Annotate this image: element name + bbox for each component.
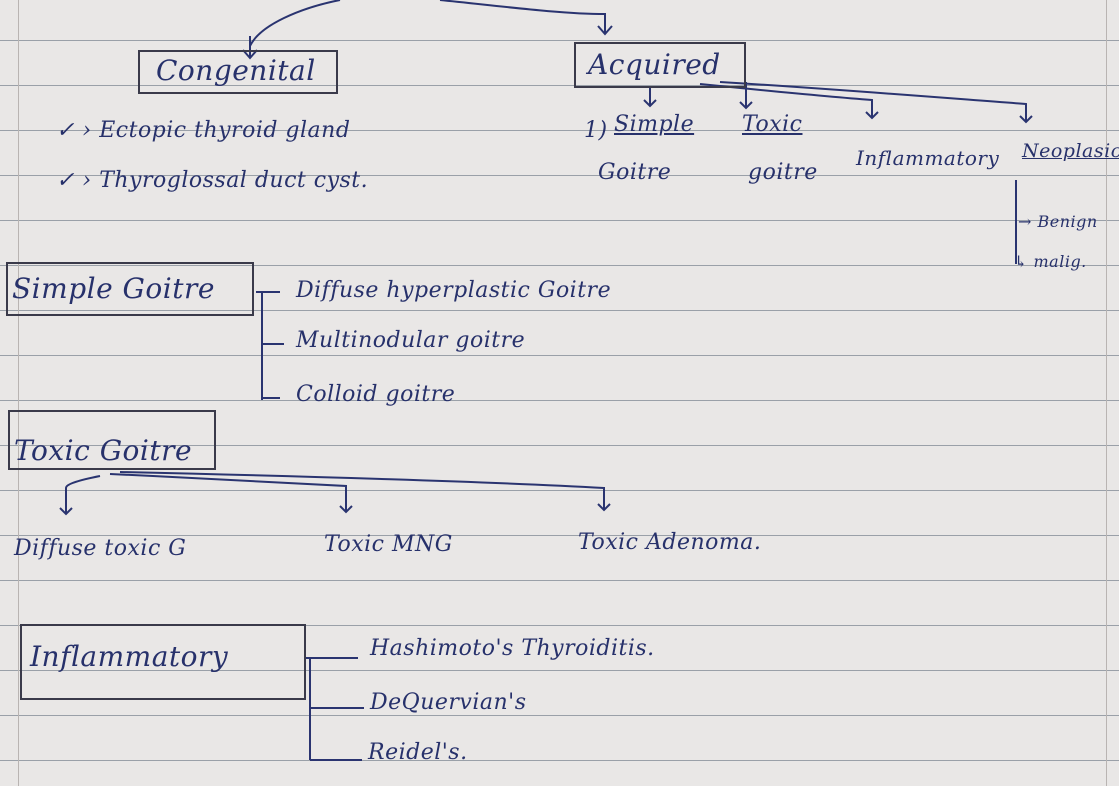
- neoplastic-benign: → Benign: [1018, 212, 1098, 231]
- toxic-goitre-heading: Toxic Goitre: [14, 434, 193, 467]
- simple-goitre-item-2: Multinodular goitre: [296, 328, 526, 353]
- acquired-simple-2: Goitre: [598, 160, 672, 185]
- toxic-goitre-item-3: Toxic Adenoma.: [578, 530, 762, 555]
- simple-goitre-box: [6, 262, 254, 316]
- acquired-neoplastic: Neoplasic: [1022, 140, 1119, 162]
- inflammatory-item-1: Hashimoto's Thyroiditis.: [370, 636, 655, 661]
- acquired-toxic-2: goitre: [748, 160, 818, 185]
- toxic-goitre-item-1: Diffuse toxic G: [14, 536, 187, 561]
- congenital-heading: Congenital: [156, 54, 316, 87]
- acquired-prefix: 1): [584, 118, 608, 143]
- congenital-item-1: ✓ › Ectopic thyroid gland: [56, 118, 351, 143]
- acquired-simple-1: Simple: [614, 112, 695, 137]
- page-margin-line-right: [1106, 0, 1107, 786]
- acquired-inflammatory: Inflammatory: [856, 146, 1000, 170]
- simple-goitre-heading: Simple Goitre: [12, 272, 215, 305]
- acquired-toxic-1: Toxic: [742, 112, 803, 137]
- simple-goitre-item-1: Diffuse hyperplastic Goitre: [296, 278, 612, 303]
- page-margin-line: [18, 0, 19, 786]
- inflammatory-item-3: Reidel's.: [368, 740, 468, 765]
- acquired-box: [574, 42, 746, 88]
- congenital-box: [138, 50, 338, 94]
- acquired-heading: Acquired: [588, 48, 721, 81]
- toxic-goitre-box: [8, 410, 216, 470]
- inflammatory-heading: Inflammatory: [30, 640, 229, 673]
- toxic-goitre-item-2: Toxic MNG: [324, 532, 453, 557]
- congenital-item-2: ✓ › Thyroglossal duct cyst.: [56, 168, 369, 193]
- inflammatory-item-2: DeQuervian's: [370, 690, 527, 715]
- inflammatory-box: [20, 624, 306, 700]
- neoplastic-malignant: ↳ malig.: [1014, 252, 1087, 271]
- simple-goitre-item-3: Colloid goitre: [296, 382, 456, 407]
